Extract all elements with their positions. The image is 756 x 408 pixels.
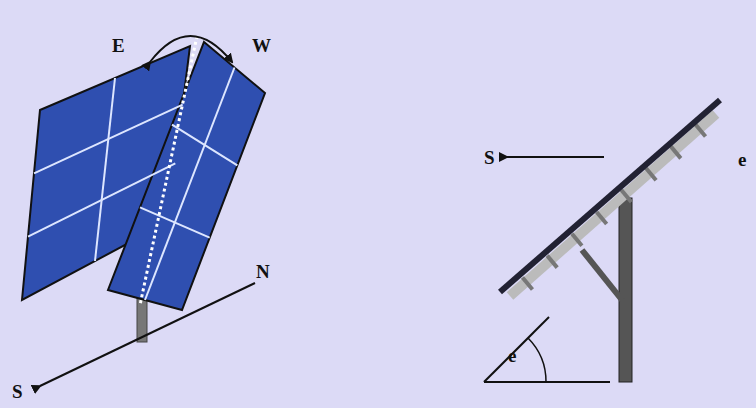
slat <box>621 190 631 202</box>
rotation-arrow <box>150 36 232 62</box>
direction-label: S <box>12 382 23 401</box>
slat <box>671 146 681 158</box>
panel-side <box>500 100 720 292</box>
direction-label: e <box>508 346 516 365</box>
south-arrow <box>507 156 604 158</box>
pole <box>619 198 632 382</box>
cell-line <box>95 78 115 261</box>
slat <box>572 234 582 246</box>
direction-label: W <box>252 36 271 55</box>
slat <box>522 277 532 289</box>
slat <box>597 212 607 224</box>
rail <box>510 114 716 296</box>
direction-label: N <box>256 262 270 281</box>
slat <box>547 256 557 268</box>
direction-label: S <box>484 148 495 167</box>
slat <box>696 125 706 137</box>
direction-label: E <box>112 36 125 55</box>
angle-arc <box>528 338 546 382</box>
slat <box>646 168 656 180</box>
ground-line <box>484 381 610 383</box>
direction-label: e <box>738 150 746 169</box>
rotation-axis <box>140 36 197 305</box>
tilt-line <box>484 317 549 382</box>
brace <box>582 250 622 300</box>
cell-line <box>145 68 235 301</box>
solar-panels <box>22 42 265 310</box>
